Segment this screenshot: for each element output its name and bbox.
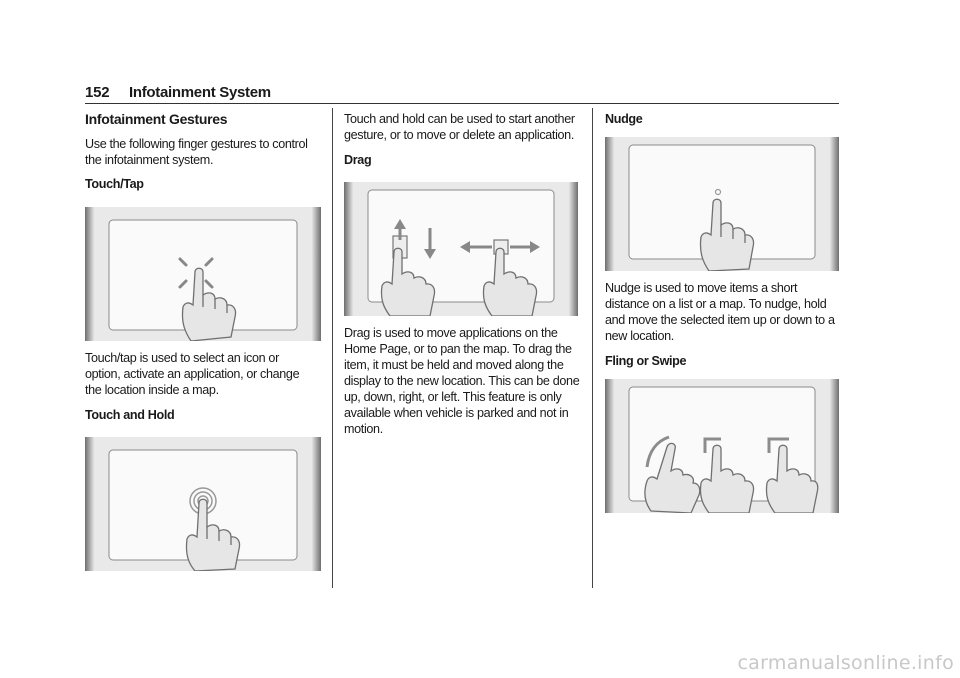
column-right: Nudge Nudge is used to move items a shor…: [605, 111, 841, 513]
nudge-heading: Nudge: [605, 112, 643, 126]
touch-tap-text: Touch/tap is used to select an icon or o…: [85, 351, 300, 397]
header-rule: [85, 103, 839, 104]
nudge-point-icon: [714, 188, 722, 196]
tap-burst-icon: [178, 257, 214, 289]
touch-hold-text: Touch and hold can be used to start anot…: [344, 112, 575, 142]
finger-swipe-icon: [644, 442, 819, 513]
drag-text: Drag is used to move applications on the…: [344, 326, 580, 436]
touch-tap-illustration: [85, 207, 321, 341]
drag-illustration: [344, 182, 578, 316]
touch-hold-heading: Touch and Hold: [85, 408, 175, 422]
section-title: Infotainment Gestures: [85, 111, 228, 127]
finger-tap-icon: [181, 267, 237, 341]
chapter-title: Infotainment System: [129, 84, 271, 101]
nudge-illustration: [605, 137, 839, 271]
fling-illustration: [605, 379, 839, 513]
touch-tap-heading: Touch/Tap: [85, 177, 144, 191]
column-middle: Touch and hold can be used to start anot…: [344, 111, 580, 437]
page-header: 152 Infotainment System: [85, 84, 839, 103]
drag-heading: Drag: [344, 153, 372, 167]
watermark: carmanualsonline.info: [737, 652, 954, 674]
finger-drag-icon: [380, 247, 538, 316]
fling-heading: Fling or Swipe: [605, 354, 687, 368]
column-left: Infotainment Gestures Use the following …: [85, 111, 321, 571]
swipe-motion-icon: [645, 435, 789, 468]
column-divider: [332, 108, 333, 588]
intro-paragraph: Use the following finger gestures to con…: [85, 137, 308, 167]
page-number: 152: [85, 84, 110, 101]
column-divider: [592, 108, 593, 588]
nudge-text: Nudge is used to move items a short dist…: [605, 281, 835, 343]
touch-hold-illustration: [85, 437, 321, 571]
finger-nudge-icon: [699, 198, 755, 271]
finger-hold-icon: [185, 498, 241, 571]
